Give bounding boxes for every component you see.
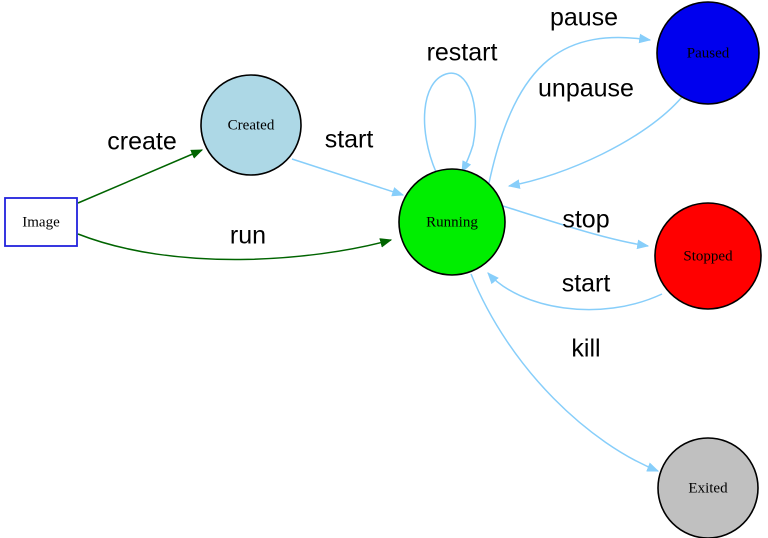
edge-create[interactable]: create <box>77 128 204 204</box>
node-paused[interactable]: Paused <box>656 1 760 105</box>
node-image-label: Image <box>22 214 60 230</box>
node-stopped[interactable]: Stopped <box>654 202 762 310</box>
node-exited-shape <box>657 437 759 538</box>
edge-stop[interactable]: stop <box>502 205 650 250</box>
edge-unpause[interactable]: unpause <box>507 75 683 189</box>
edge-start-created-path <box>291 158 405 197</box>
edge-stop-path <box>502 205 650 250</box>
edge-restart-label: restart <box>427 39 498 67</box>
edge-create-label: create <box>107 128 176 156</box>
edge-pause-path <box>488 33 652 184</box>
node-created[interactable]: Created <box>200 74 302 176</box>
edge-kill-label: kill <box>571 335 600 363</box>
node-stopped-label: Stopped <box>683 248 733 264</box>
edge-stop-label: stop <box>562 206 609 234</box>
edge-kill-path <box>470 273 660 472</box>
node-exited[interactable]: Exited <box>657 437 759 538</box>
node-image-shape <box>4 197 78 247</box>
node-created-shape <box>200 74 302 176</box>
edge-start-stopped-label: start <box>562 270 611 298</box>
node-stopped-shape <box>654 202 762 310</box>
node-exited-label: Exited <box>688 480 728 496</box>
node-paused-label: Paused <box>687 45 730 61</box>
node-running[interactable]: Running <box>398 168 506 276</box>
edge-run[interactable]: run <box>77 222 393 261</box>
edge-start-created-label: start <box>325 126 374 154</box>
node-created-label: Created <box>228 117 275 133</box>
edge-pause-label: pause <box>550 4 618 32</box>
edge-pause[interactable]: pause <box>488 4 652 184</box>
edge-start-stopped[interactable]: start <box>487 270 663 311</box>
edge-start-created[interactable]: start <box>291 126 405 197</box>
edge-unpause-label: unpause <box>538 75 634 103</box>
node-running-shape <box>398 168 506 276</box>
edge-layer: create run start restart pause <box>77 4 683 472</box>
edge-kill[interactable]: kill <box>470 273 660 472</box>
edge-start-stopped-path <box>487 272 663 311</box>
node-running-label: Running <box>426 214 478 230</box>
edge-run-label: run <box>230 222 266 250</box>
edge-restart[interactable]: restart <box>423 39 498 174</box>
edge-restart-path <box>423 72 477 174</box>
edge-unpause-path <box>507 96 683 189</box>
edge-create-path <box>77 149 204 204</box>
node-image[interactable]: Image <box>4 197 78 247</box>
node-layer: Image Created Running Paused Stopped Exi <box>4 1 762 538</box>
edge-run-path <box>77 233 393 261</box>
node-paused-shape <box>656 1 760 105</box>
